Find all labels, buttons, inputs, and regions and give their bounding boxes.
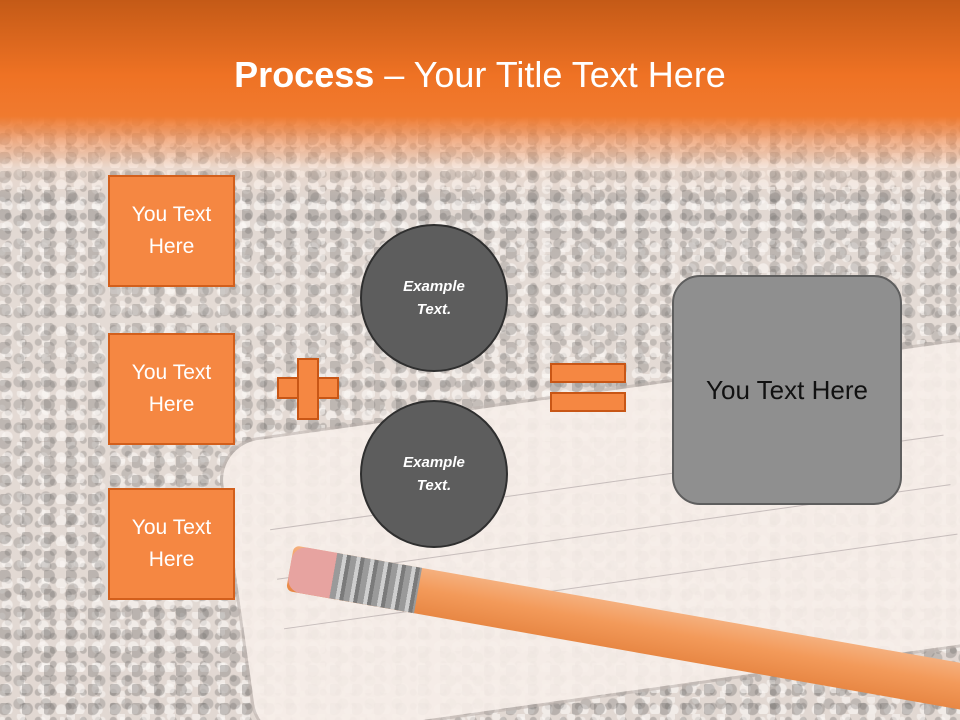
result-box[interactable]: You Text Here <box>672 275 902 505</box>
plus-icon <box>277 358 339 420</box>
result-box-label: You Text Here <box>706 374 868 405</box>
plus-center <box>299 379 317 397</box>
left-text-box-3[interactable]: You Text Here <box>108 488 235 600</box>
left-text-box-label: You Text Here <box>131 516 212 571</box>
left-text-box-label: You Text Here <box>131 203 212 258</box>
example-circle-label: Example Text. <box>403 454 465 494</box>
example-circle-2[interactable]: Example Text. <box>360 400 508 548</box>
example-circle-1[interactable]: Example Text. <box>360 224 508 372</box>
header-band <box>0 0 960 200</box>
equals-bottom-bar <box>550 392 626 412</box>
title-bold: Process <box>234 54 375 95</box>
left-text-box-2[interactable]: You Text Here <box>108 333 235 445</box>
equals-top-bar <box>550 363 626 383</box>
title-rest: – Your Title Text Here <box>374 54 726 95</box>
left-text-box-label: You Text Here <box>131 361 212 416</box>
page-title: Process – Your Title Text Here <box>0 52 960 98</box>
left-text-box-1[interactable]: You Text Here <box>108 175 235 287</box>
example-circle-label: Example Text. <box>403 278 465 318</box>
